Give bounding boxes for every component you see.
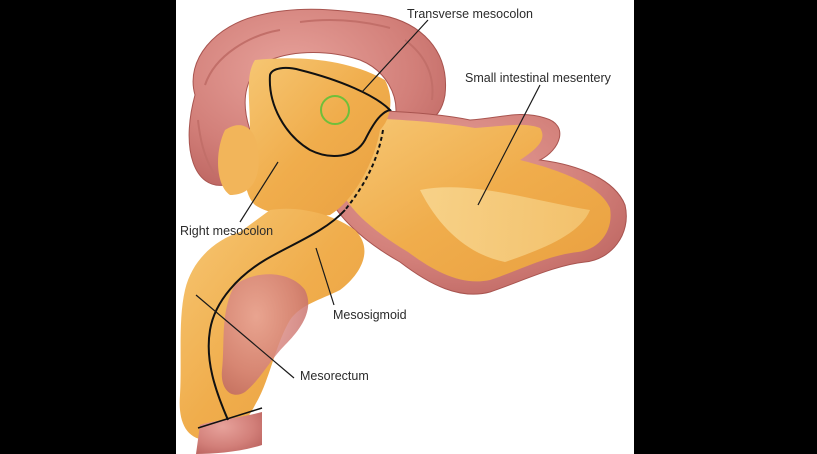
mesocolon-fat xyxy=(218,58,391,217)
label-mesosigmoid: Mesosigmoid xyxy=(333,308,407,322)
leader-right-mesocolon xyxy=(239,161,279,223)
sigmoid-rectum xyxy=(179,208,365,454)
label-transverse-mesocolon: Transverse mesocolon xyxy=(407,7,533,21)
leader-mesosigmoid xyxy=(315,247,335,306)
leader-lines xyxy=(195,19,541,379)
dissection-line xyxy=(197,66,392,429)
label-mesorectum: Mesorectum xyxy=(300,369,369,383)
leader-mesorectum xyxy=(195,294,295,379)
small-intestinal-mesentery-shape xyxy=(329,109,627,295)
label-right-mesocolon: Right mesocolon xyxy=(180,224,273,238)
label-small-intestinal-mesentery: Small intestinal mesentery xyxy=(465,71,612,85)
leader-small-intestinal-mesentery xyxy=(477,84,541,206)
leader-transverse-mesocolon xyxy=(361,19,429,93)
marker-circle xyxy=(320,95,350,125)
